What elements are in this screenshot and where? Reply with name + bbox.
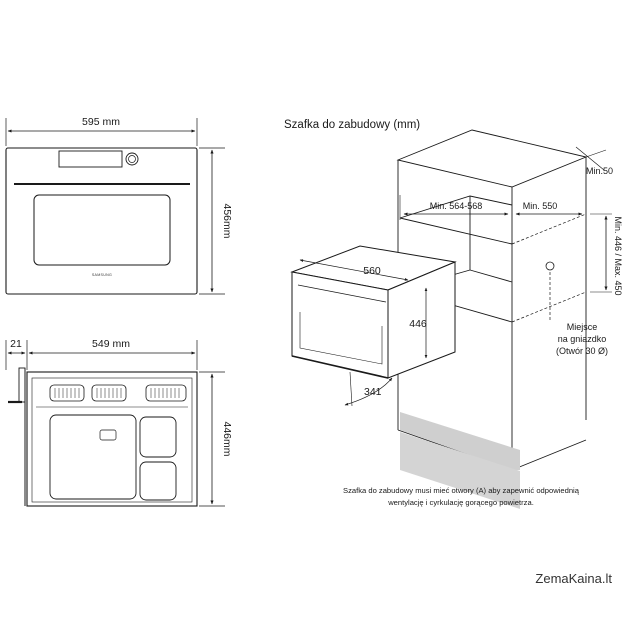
side-cavity-detail: [99, 429, 117, 441]
front-window: [33, 194, 171, 266]
cabinet-bottom-side-edge: [511, 439, 587, 471]
front-oven-body: [5, 147, 198, 295]
side-height-label: 446mm: [221, 421, 233, 456]
cabinet-top-face: [396, 129, 588, 188]
oven-depth-label: 341: [364, 386, 382, 398]
side-component-2: [139, 461, 177, 501]
oven-height-label: 446: [409, 318, 427, 330]
cabinet-note-line-2: wentylację i cyrkulację gorącego powietr…: [387, 498, 534, 507]
min-top-label: Min.50: [586, 166, 613, 176]
side-oven-body: [26, 371, 198, 507]
side-inner-outline: [31, 377, 193, 503]
cabinet-plinth: [400, 412, 520, 470]
niche-top-edge: [399, 217, 513, 245]
min-top-dim: [575, 146, 605, 171]
oven-width-label: 560: [363, 265, 381, 277]
hidden-bottom-line: [511, 291, 587, 323]
socket-label-line-2: na gniazdko: [558, 334, 607, 344]
side-cavity: [49, 414, 137, 500]
hidden-top-line: [511, 213, 587, 245]
side-door-top: [18, 367, 26, 403]
min-depth-label: Min. 550: [523, 201, 558, 211]
cabinet-note-line-1: Szafka do zabudowy musi mieć otwory (A) …: [343, 486, 580, 495]
front-brand-logo: SAMSUNG: [92, 273, 112, 277]
front-view: [5, 118, 225, 295]
side-vent-3: [145, 384, 187, 402]
min-width-label: Min. 564-568: [430, 201, 483, 211]
height-range-label: Min. 446 / Max. 450: [613, 216, 623, 295]
socket-label-line-3: (Otwór 30 Ø): [556, 346, 608, 356]
niche-back-bottom: [469, 269, 513, 283]
side-front-offset-label: 21: [10, 338, 22, 350]
oven-depth-dim: [344, 377, 393, 406]
side-depth-label: 549 mm: [92, 338, 130, 350]
side-vent-slats: [54, 388, 180, 398]
front-height-label: 456mm: [221, 203, 233, 238]
oven-width-dim: [299, 259, 409, 281]
side-view: [5, 340, 225, 507]
oven-bottom-edge: [291, 355, 389, 379]
front-knob-outer: [125, 152, 139, 166]
socket-hole: [545, 261, 555, 271]
min-top-leader: [585, 149, 607, 158]
front-width-label: 595 mm: [82, 116, 120, 128]
side-vent-1: [49, 384, 85, 402]
oven-window: [299, 312, 383, 365]
plinth-shade: [400, 431, 520, 509]
oven-box: [290, 245, 457, 407]
cabinet-title: Szafka do zabudowy (mm): [284, 119, 420, 131]
side-vent-2: [91, 384, 127, 402]
oven-depth-ext: [349, 371, 353, 407]
socket-label-line-1: Miejsce: [567, 322, 598, 332]
front-control-panel: [58, 150, 123, 168]
front-knob-inner: [128, 155, 136, 163]
oven-control-line: [297, 284, 387, 303]
watermark: ZemaKaina.lt: [535, 571, 612, 586]
side-component-1: [139, 416, 177, 458]
